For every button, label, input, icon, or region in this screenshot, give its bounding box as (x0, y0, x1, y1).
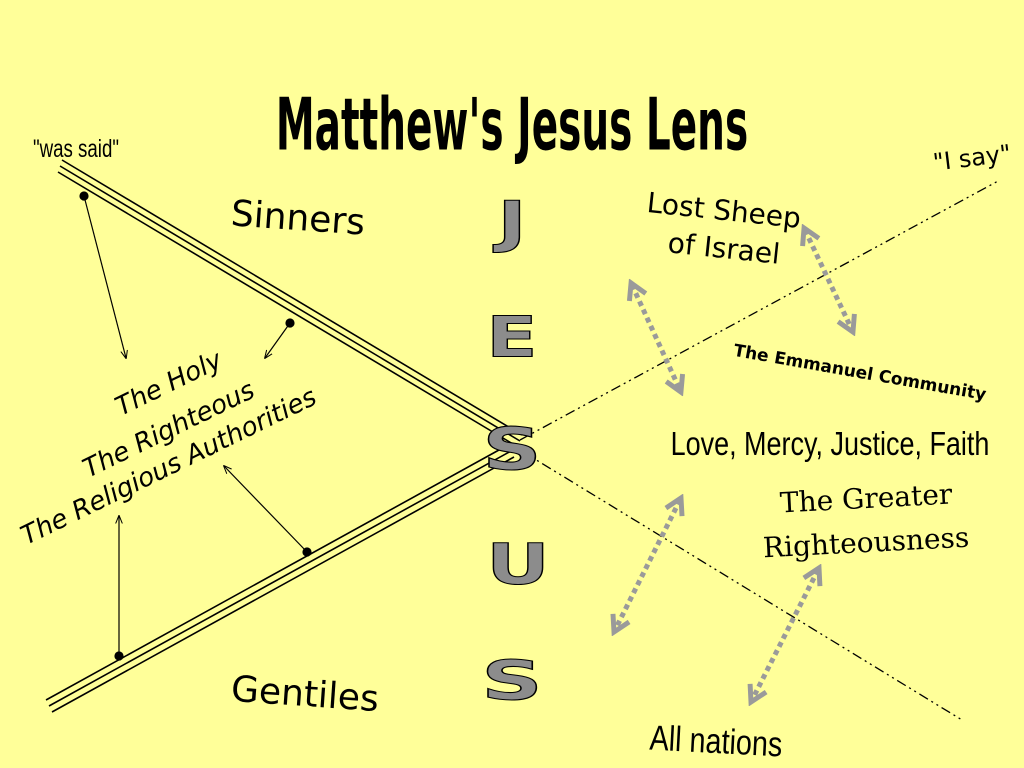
jesus-letter-s1: S (483, 415, 542, 483)
was-said-label: "was said" (33, 134, 119, 162)
authority-arrows (79, 191, 312, 661)
lost-sheep-line-2: of Israel (666, 226, 781, 271)
gray-double-arrows (615, 230, 852, 700)
jesus-letter-j: J (493, 190, 527, 255)
lost-sheep-label: Lost Sheep of Israel (645, 186, 802, 271)
jesus-letter-s2: S (481, 649, 542, 712)
virtues-label: Love, Mercy, Justice, Faith (671, 427, 990, 463)
authorities-label: The Holy The Righteous The Religious Aut… (16, 345, 321, 552)
authorities-line-religious: The Religious Authorities (16, 382, 321, 551)
sinners-label: Sinners (230, 193, 367, 243)
jesus-letter-e: E (486, 305, 537, 370)
greater-righteousness-label: The Greater Righteousness (762, 477, 970, 564)
jesus-letter-u: U (486, 532, 550, 597)
gentiles-label: Gentiles (230, 669, 380, 720)
i-say-label: "I say" (931, 139, 1012, 176)
diagram-title: Matthew's Jesus Lens (276, 82, 748, 167)
all-nations-label: All nations (649, 718, 784, 764)
i-say-lines (519, 179, 1001, 721)
jesus-letters: J E S U S (481, 190, 551, 713)
upper-triple-line (57, 159, 523, 448)
greater-line-1: The Greater (779, 477, 954, 519)
emmanuel-community-label: The Emmanuel Community (732, 341, 988, 405)
greater-line-2: Righteousness (762, 521, 970, 565)
